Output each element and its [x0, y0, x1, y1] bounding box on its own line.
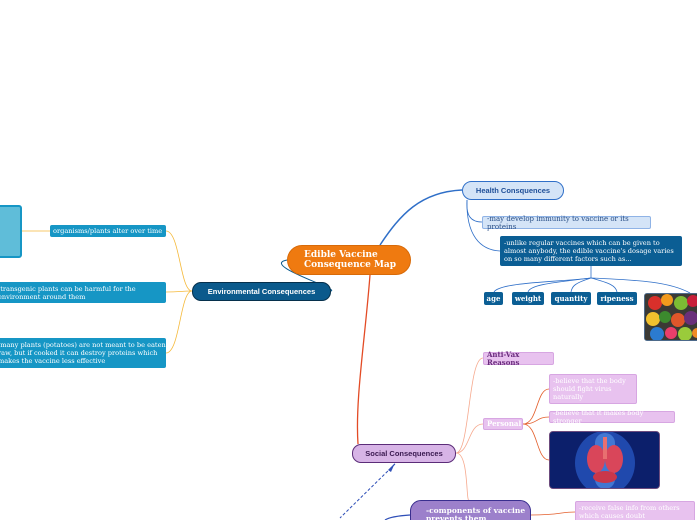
topic-transgenic-plants[interactable]: -transgenic plants can be harmful for th… [0, 282, 166, 303]
topic-false-info[interactable]: -receive false info from others which ca… [575, 501, 695, 520]
factor-age[interactable]: age [484, 292, 503, 305]
link-social-personal [455, 423, 484, 454]
dosage-text: -unlike regular vaccines which can be gi… [504, 239, 674, 263]
components-text: -components of vaccine prevents them [426, 506, 526, 520]
branch-health-consequences[interactable]: Health Consquences [462, 181, 564, 200]
branch-social-consequences[interactable]: Social Consequences [352, 444, 456, 463]
link-dosage-ripeness [590, 277, 618, 293]
link-env-transgenic [165, 290, 193, 293]
link-personal-bodyfight [522, 388, 550, 425]
human-anatomy-illustration [550, 432, 659, 488]
environmental-label: Environmental Consequences [207, 287, 316, 296]
link-dosage-quantity [570, 277, 592, 293]
link-components-left [384, 514, 411, 520]
topic-anti-vax-reasons[interactable]: Anti-Vax Reasons [483, 349, 554, 367]
link-dosage-image [590, 277, 691, 294]
link-arrow-components [388, 463, 395, 472]
topic-body-fight-naturally[interactable]: -believe that the body should fight viru… [549, 374, 637, 404]
topic-raw-plants-potatoes[interactable]: -many plants (potatoes) are not meant to… [0, 338, 166, 368]
link-root-health [379, 189, 463, 246]
transgenic-text: -transgenic plants can be harmful for th… [0, 284, 136, 301]
link-health-immunity [466, 199, 483, 223]
link-root-social [356, 274, 371, 445]
topic-personal[interactable]: Personal [483, 418, 523, 430]
central-topic-label: Edible Vaccine Consequence Map [304, 250, 397, 270]
human-body-image[interactable] [549, 431, 660, 489]
fruit-vegetables-image[interactable] [644, 293, 697, 341]
factor-weight[interactable]: weight [512, 292, 544, 305]
alter-text: organisms/plants alter over time [53, 227, 163, 235]
topic-components-of-vaccine[interactable]: -components of vaccine prevents them [410, 500, 531, 520]
link-personal-image [522, 423, 550, 461]
social-label: Social Consequences [365, 449, 443, 458]
factor-ripeness[interactable]: ripeness [597, 292, 637, 305]
link-dosage-weight [527, 277, 592, 293]
link-social-components-branch [455, 452, 471, 501]
link-dosage-age [493, 266, 592, 293]
topic-dosage[interactable]: -unlike regular vaccines which can be gi… [500, 236, 682, 266]
link-social-components [339, 463, 396, 519]
falseinfo-text: -receive false info from others which ca… [579, 504, 680, 520]
stronger-text: -believe that it makes body stronger [553, 409, 644, 425]
environment-image[interactable] [0, 205, 22, 258]
branch-environmental-consequences[interactable]: Environmental Consequences [192, 282, 331, 301]
topic-body-stronger[interactable]: -believe that it makes body stronger [549, 409, 675, 425]
potatoes-text: -many plants (potatoes) are not meant to… [0, 341, 166, 365]
immunity-text: -may develop immunity to vaccine or its … [487, 214, 629, 231]
topic-immunity[interactable]: -may develop immunity to vaccine or its … [482, 214, 651, 231]
health-label: Health Consquences [475, 186, 551, 195]
personal-text: Personal [487, 419, 522, 428]
factor-quantity[interactable]: quantity [551, 292, 591, 305]
fruit-vegetables-illustration [645, 294, 697, 340]
link-components-falseinfo [530, 511, 576, 516]
link-env-alter [165, 230, 193, 292]
topic-organisms-alter[interactable]: organisms/plants alter over time [50, 225, 166, 237]
link-env-potatoes [165, 290, 193, 354]
antivax-text: Anti-Vax Reasons [487, 349, 520, 367]
link-social-antivax [455, 357, 484, 454]
link-personal-stronger [522, 416, 550, 425]
link-health-dosage [466, 199, 501, 252]
central-topic-edible-vaccine[interactable]: Edible Vaccine Consequence Map [287, 245, 411, 275]
bodyfight-text: -believe that the body should fight viru… [553, 377, 626, 401]
